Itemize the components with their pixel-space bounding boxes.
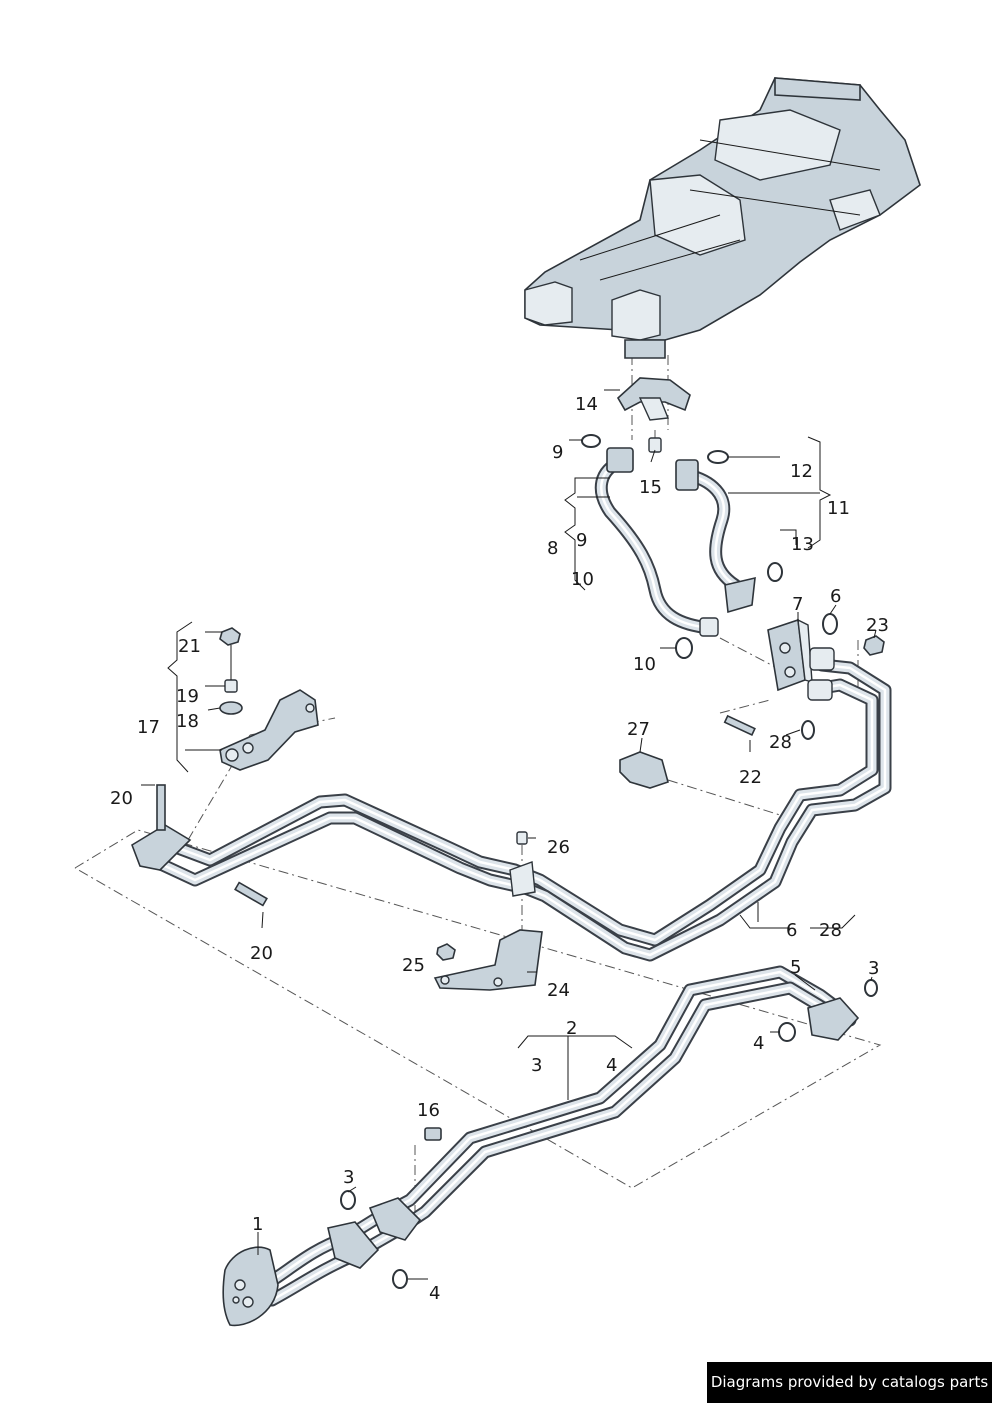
callout-10-bracket: 10 <box>571 569 594 590</box>
callout-11: 11 <box>827 498 850 519</box>
refrigerant-line-2 <box>222 965 860 1327</box>
callout-10: 10 <box>633 654 656 675</box>
climate-control-unit <box>524 77 921 359</box>
callout-28-bottom: 28 <box>819 920 842 941</box>
callout-4-right: 4 <box>753 1033 764 1054</box>
callout-2: 2 <box>566 1018 577 1039</box>
callout-15: 15 <box>639 477 662 498</box>
fasteners <box>156 437 885 1141</box>
callout-25: 25 <box>402 955 425 976</box>
callout-21: 21 <box>178 636 201 657</box>
bracket-17 <box>219 689 319 771</box>
callout-13: 13 <box>791 534 814 555</box>
expansion-valve-7 <box>767 618 813 692</box>
callout-14: 14 <box>575 394 598 415</box>
callout-9-top: 9 <box>552 442 563 463</box>
callout-23: 23 <box>866 615 889 636</box>
callout-20-top: 20 <box>110 788 133 809</box>
callout-24: 24 <box>547 980 570 1001</box>
callout-20-bottom: 20 <box>250 943 273 964</box>
bracket-24 <box>433 929 543 991</box>
callout-6-bottom: 6 <box>786 920 797 941</box>
callout-6-top: 6 <box>830 586 841 607</box>
callout-16: 16 <box>417 1100 440 1121</box>
callout-12: 12 <box>790 461 813 482</box>
refrigerant-line-6 <box>131 647 892 962</box>
callout-17: 17 <box>137 717 160 738</box>
callout-26: 26 <box>547 837 570 858</box>
callout-9-bracket: 9 <box>576 530 587 551</box>
leader-lines <box>141 389 877 1280</box>
credit-banner: Diagrams provided by catalogs parts <box>707 1362 992 1403</box>
callout-22: 22 <box>739 767 762 788</box>
bracket-14 <box>616 377 691 421</box>
upper-refrigerant-lines <box>594 447 756 637</box>
callout-3-right: 3 <box>868 958 879 979</box>
callout-5: 5 <box>790 957 801 978</box>
o-rings <box>340 434 878 1289</box>
callout-7: 7 <box>792 594 803 615</box>
clip-27 <box>619 751 669 789</box>
callout-18: 18 <box>176 711 199 732</box>
callout-19: 19 <box>176 686 199 707</box>
callout-4-lower-bracket: 4 <box>606 1055 617 1076</box>
callout-28-top: 28 <box>769 732 792 753</box>
callout-27: 27 <box>627 719 650 740</box>
callout-labels: 1 2 3 4 3 3 4 4 5 6 6 7 8 9 9 10 10 11 1… <box>110 394 889 1304</box>
callout-8: 8 <box>547 538 558 559</box>
callout-3-lower-bracket: 3 <box>531 1055 542 1076</box>
callout-4-left: 4 <box>429 1283 440 1304</box>
callout-3-left: 3 <box>343 1167 354 1188</box>
callout-1: 1 <box>252 1214 263 1235</box>
